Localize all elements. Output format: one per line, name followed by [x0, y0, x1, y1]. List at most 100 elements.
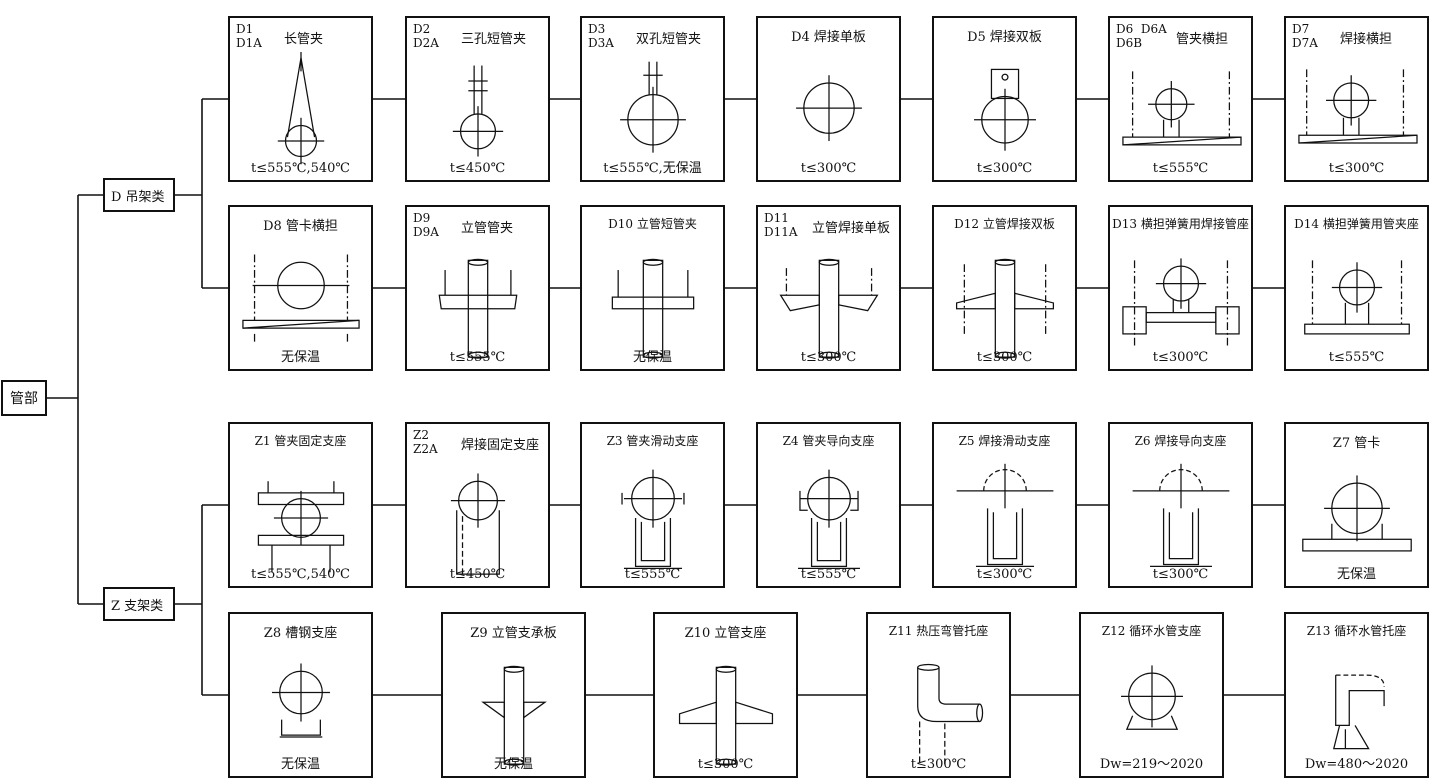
component-condition: t≤300℃ — [800, 350, 857, 365]
component-condition: t≤555℃ — [1152, 161, 1209, 176]
component-condition: t≤300℃ — [697, 757, 754, 772]
clamp-fixed-support-icon — [257, 481, 344, 573]
component-name: D12 立管焊接双板 — [954, 217, 1055, 231]
component-card: Z11 热压弯管托座 t≤300℃ — [866, 612, 1011, 778]
welded-crossbar-icon — [1297, 69, 1418, 144]
component-code: D7 D7A — [1292, 22, 1318, 50]
component-card: D4 焊接单板 t≤300℃ — [756, 16, 901, 182]
long-clamp-icon — [277, 52, 324, 165]
riser-double-plate-icon — [955, 258, 1054, 359]
component-code: D11 D11A — [764, 211, 798, 239]
riser-clamp-icon — [438, 258, 517, 359]
root-label: 管部 — [10, 391, 38, 407]
bend-pipe-saddle-icon — [916, 663, 983, 765]
component-condition: t≤555℃ — [1328, 350, 1385, 365]
welded-guide-support-icon — [1132, 463, 1229, 568]
component-condition: 无保温 — [280, 350, 320, 365]
component-condition: t≤555℃ — [449, 350, 506, 365]
component-name: D10 立管短管夹 — [608, 217, 697, 231]
component-card: Z12 循环水管支座 Dw=219～2020 — [1079, 612, 1224, 778]
component-name: 焊接固定支座 — [461, 438, 540, 453]
component-card: Z10 立管支座 t≤300℃ — [653, 612, 798, 778]
category-label: Z 支架类 — [111, 598, 164, 614]
component-condition: t≤555℃ — [624, 567, 681, 582]
component-condition: 无保温 — [280, 757, 320, 772]
component-name: D14 横担弹簧用管夹座 — [1294, 217, 1419, 231]
root-node-pipe-part: 管部 — [1, 380, 47, 416]
component-card: Z9 立管支承板无保温 — [441, 612, 586, 778]
spring-welded-seat-icon — [1121, 258, 1240, 348]
component-condition: t≤300℃ — [910, 757, 967, 772]
component-name: Z12 循环水管支座 — [1101, 624, 1202, 638]
component-code: D2 D2A — [413, 22, 439, 50]
component-condition: Dw=480～2020 — [1304, 757, 1409, 772]
component-condition: t≤555℃,540℃ — [251, 567, 350, 582]
component-card: Z2 Z2A 焊接固定支座 t≤450℃ — [405, 422, 550, 588]
component-card: D7 D7A 焊接横担 t≤300℃ — [1284, 16, 1429, 182]
single-plate-icon — [795, 75, 862, 142]
component-card: Z7 管卡无保温 — [1284, 422, 1429, 588]
component-name: Z8 槽钢支座 — [263, 626, 338, 641]
three-hole-clamp-icon — [452, 65, 503, 157]
riser-support-icon — [678, 665, 773, 766]
component-code: D1 D1A — [236, 22, 262, 50]
component-name: Z11 热压弯管托座 — [888, 624, 989, 638]
clamp-crossbar-icon — [1121, 71, 1242, 146]
component-condition: t≤555℃,540℃ — [251, 161, 350, 176]
component-condition: t≤300℃ — [1152, 567, 1209, 582]
clamp-sliding-support-icon — [620, 469, 685, 569]
component-name: Z6 焊接导向支座 — [1134, 434, 1227, 448]
component-condition: t≤300℃ — [800, 161, 857, 176]
component-condition: 无保温 — [1336, 567, 1376, 582]
component-card: D10 立管短管夹无保温 — [580, 205, 725, 371]
component-condition: t≤300℃ — [1152, 350, 1209, 365]
component-condition: t≤555℃,无保温 — [603, 161, 702, 176]
category-node-supports: Z 支架类 — [103, 587, 175, 621]
component-name: 立管管夹 — [461, 221, 514, 236]
component-name: D13 横担弹簧用焊接管座 — [1112, 217, 1249, 231]
component-name: D4 焊接单板 — [791, 30, 866, 45]
component-name: D5 焊接双板 — [967, 30, 1042, 45]
component-name: Z7 管卡 — [1332, 436, 1381, 451]
two-hole-clamp-icon — [619, 61, 686, 153]
pipe-card-icon — [1301, 475, 1412, 552]
component-condition: t≤300℃ — [1328, 161, 1385, 176]
category-label: D 吊架类 — [111, 189, 165, 205]
component-name: Z3 管夹滑动支座 — [606, 434, 699, 448]
component-name: Z4 管夹导向支座 — [782, 434, 875, 448]
component-name: Z9 立管支承板 — [470, 626, 557, 641]
component-card: Z3 管夹滑动支座 t≤555℃ — [580, 422, 725, 588]
component-code: Z2 Z2A — [413, 428, 438, 456]
category-node-hangers: D 吊架类 — [103, 178, 175, 212]
component-card: Z8 槽钢支座无保温 — [228, 612, 373, 778]
component-name: 双孔短管夹 — [636, 32, 702, 47]
circulating-water-support-icon — [1120, 665, 1183, 730]
component-condition: Dw=219～2020 — [1099, 757, 1204, 772]
riser-bearing-plate-icon — [480, 665, 547, 766]
component-name: D8 管卡横担 — [263, 219, 338, 234]
double-plate-icon — [973, 68, 1036, 151]
component-condition: t≤300℃ — [976, 567, 1033, 582]
circulating-water-saddle-icon — [1332, 674, 1385, 750]
clamp-guide-support-icon — [797, 469, 860, 569]
spring-clamp-seat-icon — [1303, 260, 1410, 335]
component-condition: t≤450℃ — [449, 567, 506, 582]
component-name: Z10 立管支座 — [684, 626, 767, 641]
component-name: 焊接横担 — [1340, 32, 1393, 47]
riser-single-plate-icon — [778, 258, 879, 359]
component-card: Z6 焊接导向支座 t≤300℃ — [1108, 422, 1253, 588]
component-card: D8 管卡横担无保温 — [228, 205, 373, 371]
component-name: Z1 管夹固定支座 — [254, 434, 347, 448]
component-condition: 无保温 — [632, 350, 672, 365]
